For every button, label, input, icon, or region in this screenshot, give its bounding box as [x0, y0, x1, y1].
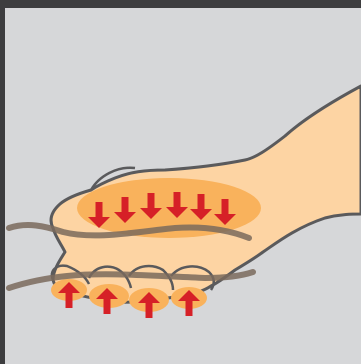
illustration-panel	[5, 8, 361, 364]
up-arrow	[178, 290, 200, 316]
up-arrow	[96, 288, 118, 314]
toe-outline-2	[87, 265, 133, 289]
toe-outline-3	[127, 264, 175, 291]
down-arrow	[88, 202, 110, 228]
upward-pressure-arrows	[58, 282, 200, 318]
foot-fold	[89, 166, 136, 191]
downward-pressure-arrows	[88, 192, 236, 228]
upper-bone	[6, 222, 252, 241]
toe-outline-4	[170, 265, 215, 291]
down-arrow	[214, 199, 236, 225]
up-arrow	[138, 292, 160, 318]
down-arrow	[140, 193, 162, 219]
down-arrow	[166, 192, 188, 218]
down-arrow	[190, 194, 212, 220]
down-arrow	[114, 197, 136, 223]
foot-illustration	[6, 84, 361, 318]
up-arrow	[58, 282, 80, 308]
lower-bone	[6, 269, 256, 291]
